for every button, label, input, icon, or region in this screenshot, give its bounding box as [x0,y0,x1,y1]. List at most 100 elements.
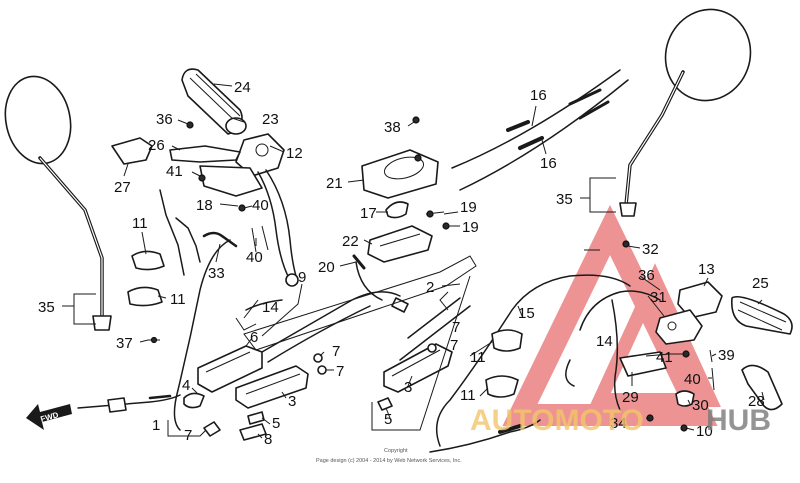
callout-34: 34 [610,415,627,432]
leader-3b [407,375,413,387]
callout-36a: 36 [156,111,173,128]
leader-19a [443,211,459,215]
switch-block-3b-line [391,349,441,377]
right-mirror [619,8,752,217]
callout-12: 12 [286,145,303,162]
callout-26: 26 [148,137,165,154]
screw-19a-head [426,210,434,218]
callout-7c: 7 [452,319,460,336]
leader-30 [687,399,691,405]
throttle-housing [235,133,285,177]
callout-9: 9 [298,269,306,286]
copyright-notice: Copyright Page design (c) 2004 - 2014 by… [316,448,462,464]
center-wires-7 [399,297,471,361]
cable-9b [267,305,371,363]
cable-adjuster [285,273,299,287]
leader-20 [339,261,357,267]
wire-clamp-33 [202,231,238,248]
switch-knob-4 [183,392,205,409]
leader-11b [157,295,167,299]
speedo-cable-upper [451,69,621,169]
bracket-1-line [167,420,176,437]
callout-10: 10 [696,423,713,440]
leader-16b [541,139,547,155]
speedo-sheath-a [506,120,530,132]
callout-37: 37 [116,335,133,352]
callout-11a: 11 [132,215,148,232]
right-lever-cable [611,299,621,411]
cable-20 [355,261,383,301]
right-mirror-stem [624,70,685,207]
callout-17: 17 [360,205,377,222]
grip-end [225,117,247,135]
leader-21 [347,179,365,183]
right-mirror-nut [619,202,637,217]
callout-14b: 14 [596,333,613,350]
leader-11c [469,341,493,357]
front-brake-lever-28 [741,364,783,411]
callout-25: 25 [752,275,769,292]
callout-15: 15 [518,305,535,322]
leader-11a [141,231,147,255]
cable-end-line-14 [245,299,283,311]
callout-16a: 16 [530,87,547,104]
cable-sheath [148,394,172,400]
leader-27 [123,163,129,177]
switch-block-3a-line [245,373,301,395]
right-cable-15 [429,274,631,453]
clip-5b [377,397,393,411]
banjo-20 [352,254,366,270]
callout-31: 31 [650,289,667,306]
bolt-pair-40 [251,225,269,253]
callout-14a: 14 [262,299,279,316]
leader-36b [639,275,661,291]
callout-40b: 40 [246,249,263,266]
watermark-right-text: HUB [706,404,771,437]
brake-switch-31 [655,309,703,345]
callout-35a: 35 [38,299,55,316]
clutch-lever [169,145,241,163]
diaphragm-17 [385,201,409,219]
leader-14a [243,299,259,319]
callout-4: 4 [182,377,190,394]
switch-cover-11b [127,286,163,307]
bolt-39 [709,349,713,363]
clip-5a [247,411,265,425]
switch-block-6-line [205,351,251,373]
master-cylinder-body [367,225,433,263]
bolt-32-head [622,240,630,248]
leader-38 [407,121,415,127]
callout-24: 24 [234,79,251,96]
callout-39: 39 [718,347,735,364]
callout-41b: 41 [656,349,673,366]
callout-22: 22 [342,233,359,250]
clutch-cable [173,239,231,431]
leader-25 [757,299,763,305]
callout-40a: 40 [252,197,269,214]
callout-1: 1 [152,417,160,434]
leader-28 [761,391,765,401]
fwd-arrow: FWD [26,404,72,430]
pin-37-head [150,336,158,344]
leader-8 [257,433,263,439]
leader-15 [517,305,523,317]
grip-ribs [189,73,241,123]
speedo-sheath-c [568,88,602,106]
callout-19b: 19 [462,219,479,236]
handlebar-frame [167,255,477,437]
callout-13: 13 [698,261,715,278]
callout-8: 8 [264,431,272,448]
leader-41a [191,171,201,177]
callout-5a: 5 [272,415,280,432]
callout-7e: 7 [184,427,192,444]
right-mirror-glass [664,8,752,102]
callout-3a: 3 [288,393,296,410]
bracket-8 [239,423,267,441]
leader-23 [231,117,245,123]
cable-9 [261,291,401,353]
bolt-40c [711,367,715,391]
screw-36 [186,121,194,129]
watermark-triangle-outer [502,204,718,426]
